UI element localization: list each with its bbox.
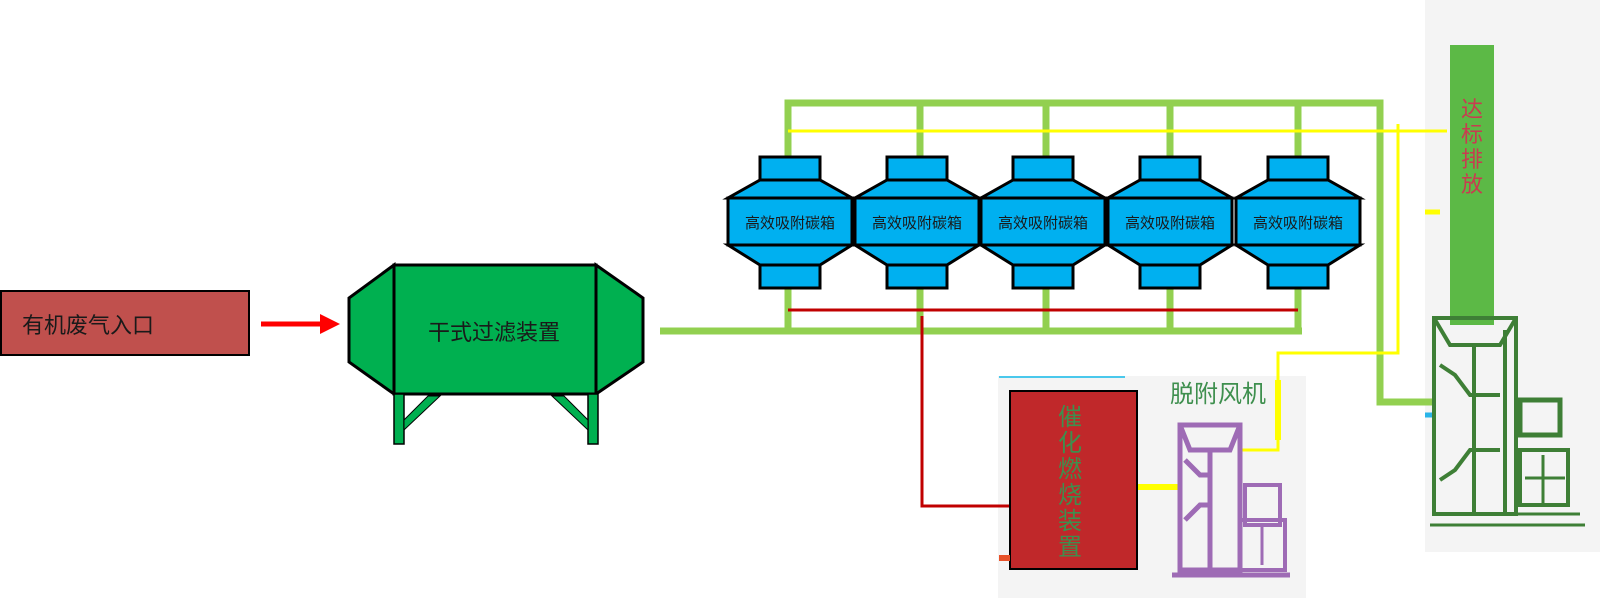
- yellow-pipe-network: [788, 124, 1447, 490]
- carbon-box: 高效吸附碳箱: [849, 155, 985, 290]
- inlet-box: 有机废气入口: [0, 290, 250, 356]
- carbon-box-label: 高效吸附碳箱: [1253, 214, 1343, 232]
- desorption-fan: 脱附风机: [1170, 380, 1290, 578]
- burner-label-char: 催: [1058, 403, 1082, 431]
- carbon-box: 高效吸附碳箱: [1102, 155, 1238, 290]
- carbon-box-label: 高效吸附碳箱: [1125, 214, 1215, 232]
- carbon-box-group: 高效吸附碳箱 高效吸附碳箱 高效吸附碳箱 高效吸附碳箱 高效吸附碳箱: [722, 155, 1366, 290]
- stack-label-char: 放: [1461, 173, 1483, 198]
- desorption-fan-label: 脱附风机: [1170, 380, 1266, 408]
- flow-arrow: [261, 314, 340, 334]
- fan-machine-icon: [1172, 422, 1290, 578]
- carbon-box: 高效吸附碳箱: [975, 155, 1111, 290]
- burner-label-char: 置: [1058, 533, 1082, 561]
- burner-label-char: 化: [1058, 429, 1082, 457]
- carbon-box-label: 高效吸附碳箱: [872, 214, 962, 232]
- carbon-box: 高效吸附碳箱: [1230, 155, 1366, 290]
- stack-label-char: 达: [1461, 98, 1483, 123]
- stack-label-char: 排: [1461, 148, 1483, 173]
- burner-label-char: 装: [1058, 507, 1082, 535]
- stack-label-char: 标: [1461, 123, 1483, 148]
- dry-filter-device: 干式过滤装置: [347, 262, 645, 445]
- burner-label-char: 燃: [1058, 455, 1082, 483]
- inlet-label: 有机废气入口: [22, 314, 154, 339]
- carbon-box-label: 高效吸附碳箱: [998, 214, 1088, 232]
- burner-label-char: 烧: [1058, 481, 1082, 509]
- red-pipe: [788, 308, 1298, 508]
- carbon-box: 高效吸附碳箱: [722, 155, 858, 290]
- filter-label: 干式过滤装置: [428, 321, 560, 346]
- exhaust-fan-machine-icon: [1430, 316, 1585, 527]
- carbon-box-label: 高效吸附碳箱: [745, 214, 835, 232]
